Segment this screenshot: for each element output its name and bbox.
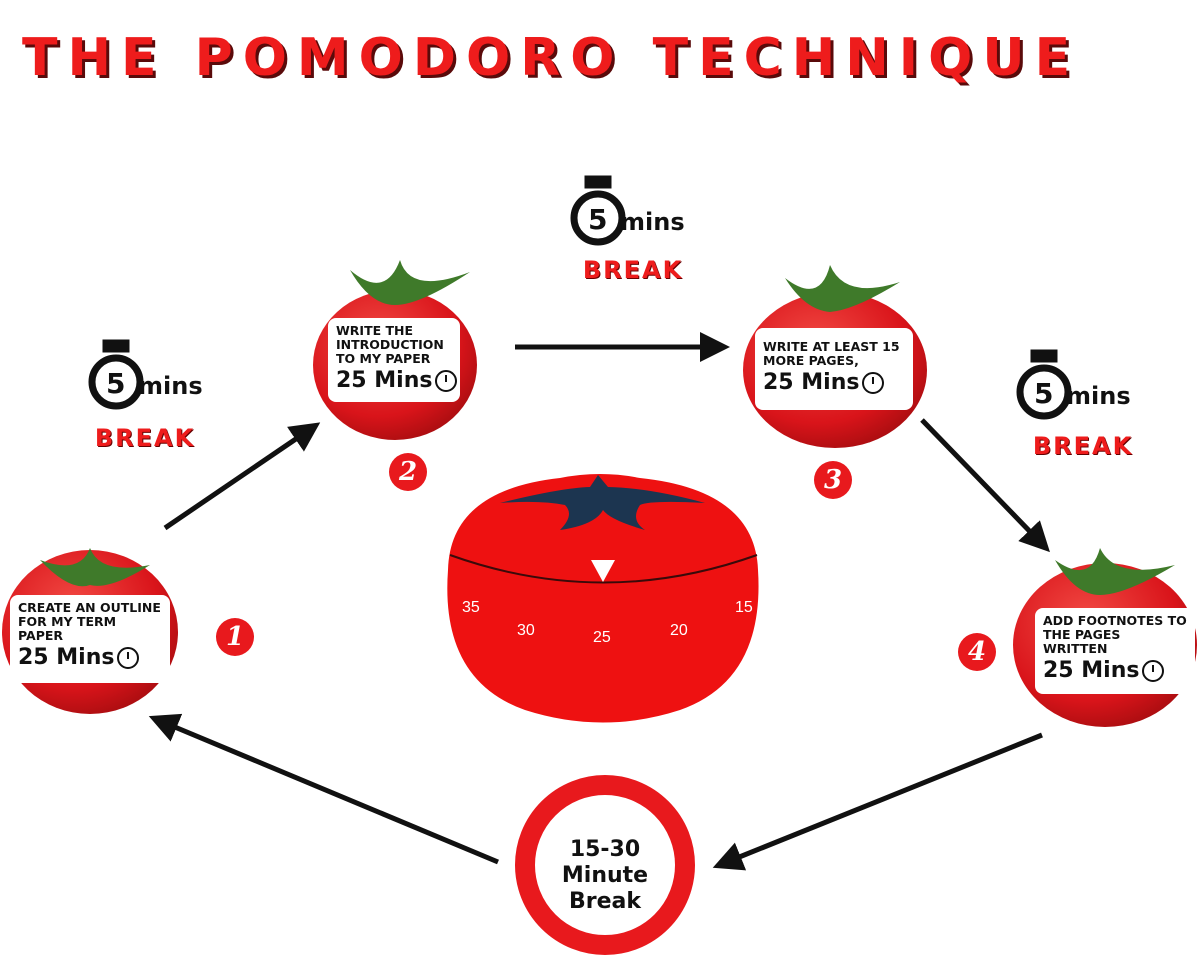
- step-duration: 25 Mins: [763, 370, 860, 395]
- long-break-line3: Break: [568, 889, 641, 914]
- arrow-3-to-4: [920, 418, 1050, 553]
- step-number-badge: 2: [389, 453, 427, 491]
- long-break-circle: 15-30 Minute Break: [515, 775, 695, 955]
- arrow-long-break-to-1: [148, 713, 499, 865]
- break-1: 5 mins BREAK: [70, 360, 220, 452]
- step-2-card: WRITE THE INTRODUCTION TO MY PAPER 25 Mi…: [328, 318, 460, 402]
- clock-icon: [435, 370, 458, 392]
- step-4-card: ADD FOOTNOTES TO THE PAGES WRITTEN 25 Mi…: [1035, 608, 1195, 694]
- break-unit: mins: [1066, 382, 1131, 410]
- break-unit: mins: [620, 208, 685, 236]
- step-number-badge: 3: [814, 461, 852, 499]
- break-label: BREAK: [94, 424, 196, 452]
- step-task: WRITE THE INTRODUCTION TO MY PAPER: [336, 323, 444, 366]
- break-label: BREAK: [1032, 432, 1134, 460]
- arrow-4-to-long-break: [712, 732, 1043, 871]
- stopwatch-icons: [88, 175, 1072, 420]
- long-break-line1: 15-30: [569, 837, 641, 862]
- dial-label: 20: [670, 622, 688, 639]
- break-minutes: 5: [1034, 377, 1054, 410]
- step-task: CREATE AN OUTLINE FOR MY TERM PAPER: [18, 600, 161, 643]
- clock-icon: [117, 647, 140, 669]
- clock-icon: [1142, 660, 1165, 682]
- dial-label: 25: [593, 629, 611, 646]
- step-duration: 25 Mins: [1043, 658, 1140, 683]
- dial-label: 30: [517, 622, 535, 639]
- page-title: THE POMODORO TECHNIQUE: [22, 28, 1081, 88]
- clock-icon: [862, 372, 885, 394]
- step-number-badge: 1: [216, 618, 254, 656]
- step-task: ADD FOOTNOTES TO THE PAGES WRITTEN: [1043, 613, 1187, 656]
- step-3-card: WRITE AT LEAST 15 MORE PAGES, 25 Mins: [755, 328, 913, 410]
- break-unit: mins: [138, 372, 203, 400]
- step-1-card: CREATE AN OUTLINE FOR MY TERM PAPER 25 M…: [10, 595, 170, 683]
- dial-label: 35: [462, 599, 480, 616]
- break-label: BREAK: [582, 256, 684, 284]
- break-3: 5 mins BREAK: [1008, 370, 1158, 460]
- step-duration: 25 Mins: [336, 368, 433, 393]
- arrow-1-to-2: [163, 422, 321, 531]
- long-break-line2: Minute: [561, 863, 649, 888]
- break-minutes: 5: [588, 203, 608, 236]
- kitchen-timer-illustration: 35 30 25 20 15: [447, 474, 759, 723]
- step-task: WRITE AT LEAST 15 MORE PAGES,: [763, 339, 900, 368]
- step-number-badge: 4: [958, 633, 996, 671]
- dial-label: 15: [735, 599, 753, 616]
- break-2: 5 mins BREAK: [558, 196, 708, 284]
- break-minutes: 5: [106, 367, 126, 400]
- step-duration: 25 Mins: [18, 645, 115, 670]
